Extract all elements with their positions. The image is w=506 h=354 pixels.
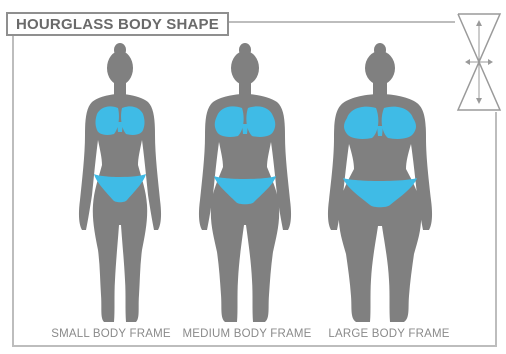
figure-medium-frame xyxy=(190,40,300,330)
figure-large-frame xyxy=(320,40,440,330)
caption-large-frame: LARGE BODY FRAME xyxy=(325,328,453,340)
caption-small-frame: SMALL BODY FRAME xyxy=(50,328,172,340)
hourglass-shape-icon xyxy=(455,12,502,112)
caption-medium-frame: MEDIUM BODY FRAME xyxy=(180,328,314,340)
diagram-title: HOURGLASS BODY SHAPE xyxy=(6,12,229,36)
figure-small-frame xyxy=(70,40,170,330)
